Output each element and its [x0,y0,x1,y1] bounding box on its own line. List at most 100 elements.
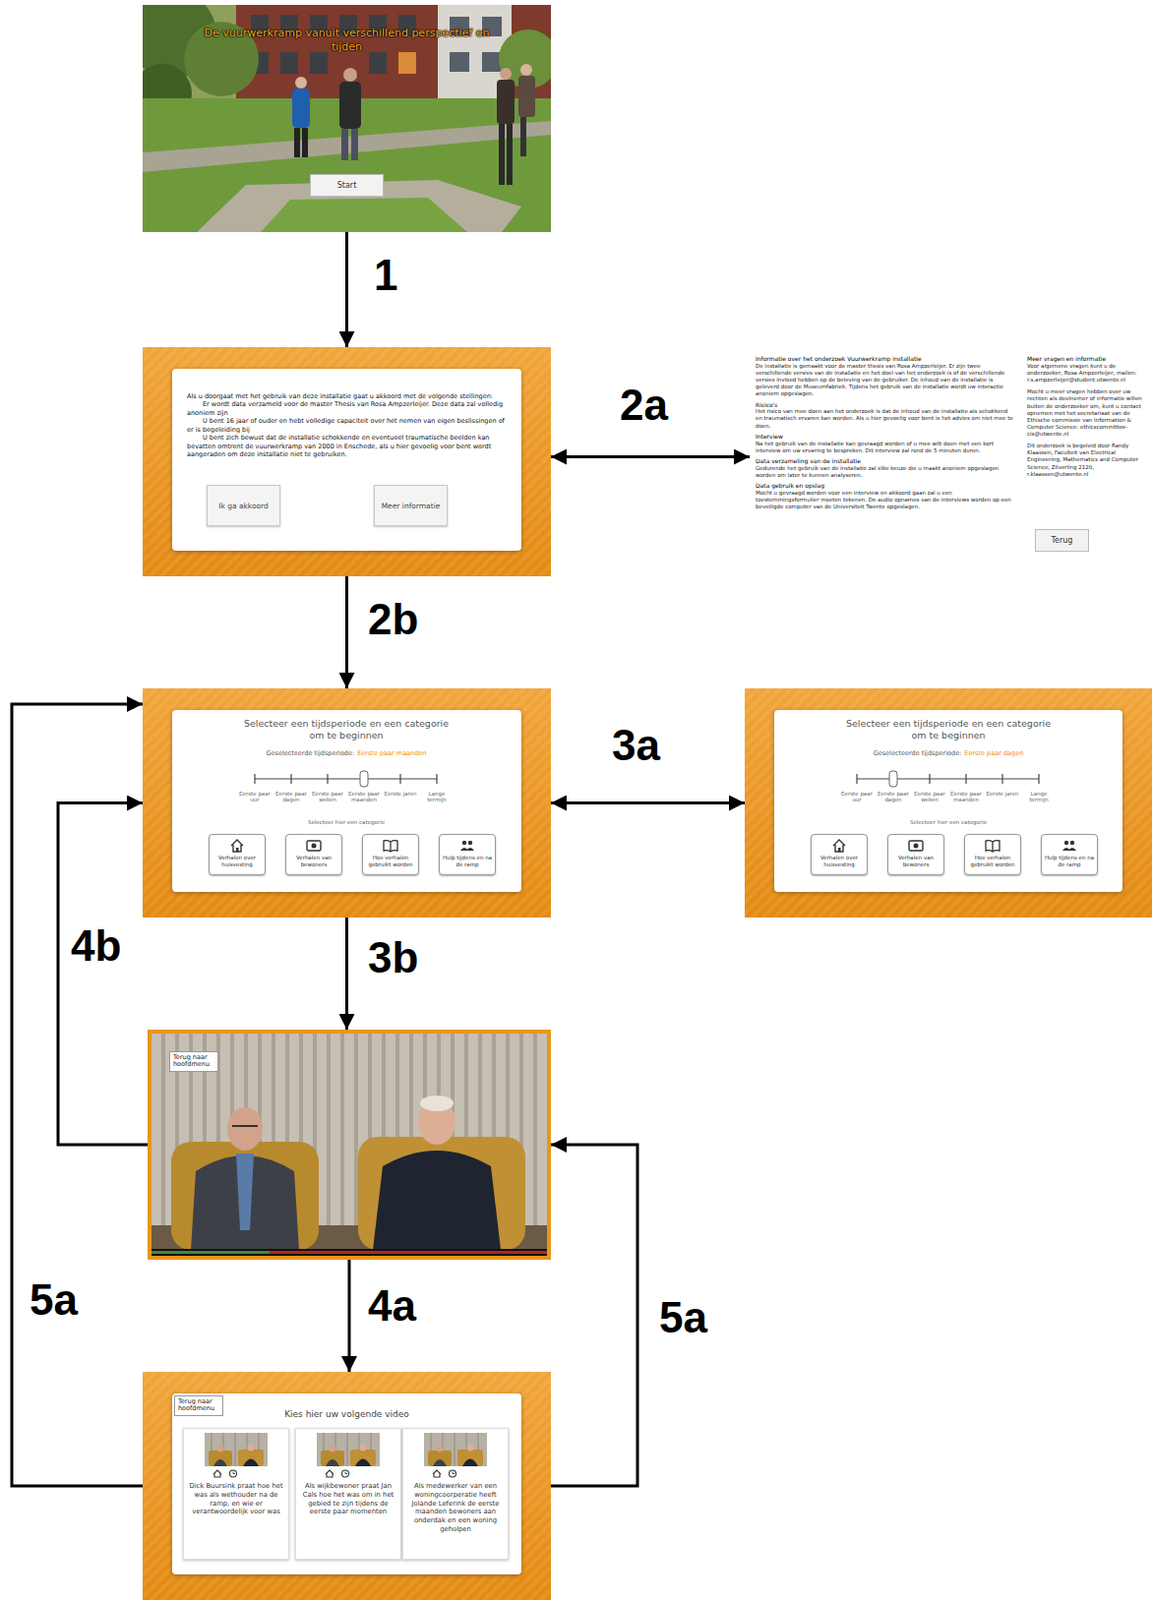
step-number: 1 [371,253,400,298]
text-group: Geselecteerde tijdsperiode:Eerste paar d… [790,749,1106,758]
info-screen: Informatie over het onderzoek Vuurwerkra… [749,347,1149,567]
tick-label: Eerste paar weken [309,790,346,804]
screen-heading: Selecteer een tijdsperiode en een catego… [840,718,1057,742]
info-text: Mocht u meer vragen hebben over uw recht… [1027,388,1144,438]
button-text: Ik ga akkoord [218,501,269,511]
button-text: Verhalen van bewoners [288,854,340,868]
consent-text: Als u doorgaat met het gebruik van deze … [186,392,507,401]
text-group: Terug naar hoofdmenu [169,1051,219,1073]
category-button: Hoe verhalen gebruikt worden [362,834,420,876]
category-button: Verhalen over huisvesting [810,834,868,876]
text-group: Terug naar hoofdmenu [174,1395,224,1417]
text-group: Selecteer hier een categorie [247,819,445,826]
tick-label: Eerste paar dagen [875,790,911,804]
text-group: Eerste paar maanden [948,790,984,804]
button-text: Verhalen over huisvesting [813,854,865,868]
text-group: Eerste paar weken [309,790,346,804]
tick-label: Eerste jaren [984,790,1021,797]
tick-label: Lange termijn [1021,790,1057,804]
tick-label: Eerste paar weken [911,790,948,804]
step-number: 4b [68,924,123,969]
info-text: Informatie over het onderzoek Vuurwerkra… [755,355,1014,364]
info-text: Na het gebruik van de installatie kan ge… [755,440,1014,455]
consent-screen: Als u doorgaat met het gebruik van deze … [142,347,551,577]
button-text: Hoe verhalen gebruikt worden [967,854,1019,868]
text-group: Eerste jaren [984,790,1021,797]
tick-label: Lange termijn [419,790,455,804]
info-text: Interview [755,432,1014,441]
hint-text: Selecteer hier een categorie [849,819,1047,826]
text-group: Lange termijn [419,790,455,804]
back-button: Terug [1037,536,1087,546]
text-group: Kies hier uw volgende video [245,1409,448,1421]
tick-label: Eerste jaren [382,790,419,797]
video-thumbnail [316,1433,380,1479]
flow-arrow [58,803,148,1147]
menu-screen: Selecteer een tijdsperiode en een catego… [744,688,1152,918]
period-text: Eerste paar maanden [357,749,426,758]
period-text: Geselecteerde tijdsperiode: [873,749,963,758]
period-text: Geselecteerde tijdsperiode: [266,749,356,758]
tick-label: Eerste paar uur [237,790,273,804]
info-text: Data verzameling van de installatie [755,457,1014,466]
category-button: Hulp tijdens en na de ramp [438,834,496,876]
start-screen: De vuurwerkramp vanuit verschillend pers… [142,4,551,233]
button-text: Meer informatie [381,501,441,511]
button-text: Hoe verhalen gebruikt worden [364,854,417,868]
text-group: De vuurwerkramp vanuit verschillend pers… [196,26,497,55]
text-group: Geselecteerde tijdsperiode:Eerste paar m… [188,749,504,758]
text-group: Als u doorgaat met het gebruik van deze … [186,392,507,460]
text-group: Informatie over het onderzoek Vuurwerkra… [755,355,1014,511]
start-button: Start [312,181,381,190]
flow-arrow [550,455,750,459]
button-text: Dick Buursink praat hoe het was als weth… [187,1482,285,1517]
time-slider [235,769,452,789]
text-group: Selecteer een tijdsperiode en een catego… [238,718,455,742]
screen-title: De vuurwerkramp vanuit verschillend pers… [196,26,497,55]
step-number: 2a [617,383,670,427]
step-number: 5a [27,1278,80,1323]
screen-heading: Selecteer een tijdsperiode en een catego… [238,718,455,742]
consent-text: U bent zich bewust dat de installatie sc… [186,433,507,459]
video-screen: Terug naar hoofdmenu [147,1030,551,1261]
step-number: 3a [609,724,663,768]
text-group: Lange termijn [1021,790,1057,804]
menu-screen: Selecteer een tijdsperiode en een catego… [142,688,551,918]
consent-text: U bent 16 jaar of ouder en hebt volledig… [186,417,507,434]
video-card: Als medewerker van een woningcoorperatie… [402,1428,509,1561]
button-text: Als medewerker van een woningcoorperatie… [407,1482,504,1535]
tick-label: Eerste paar uur [839,790,875,804]
step-number: 2b [365,598,421,642]
video-card: Als wijkbewoner praat Jan Cals hoe het w… [295,1428,402,1561]
info-button: Meer informatie [373,485,448,527]
consent-text: Er wordt data verzameld voor de master T… [186,400,507,418]
video-card: Dick Buursink praat hoe het was als weth… [182,1428,290,1561]
info-text: Gedurende het gebruik van de installatie… [755,465,1014,480]
info-text: Voor algemene vragen kunt u de onderzoek… [1027,363,1144,384]
book-icon [382,839,399,853]
text-group: Eerste paar dagen [273,790,309,804]
flow-arrow [348,1260,352,1373]
video-thumbnail [204,1433,268,1479]
button-text: Als wijkbewoner praat Jan Cals hoe het w… [300,1482,397,1517]
flow-arrow [550,1145,638,1487]
text-group: Eerste paar maanden [346,790,382,804]
info-text: Dit onderzoek is begeleid door Randy Kla… [1027,442,1144,479]
tick-label: Eerste paar maanden [948,790,984,804]
people-icon [1061,839,1078,853]
text-group: Start [309,174,384,197]
text-group: Selecteer hier een categorie [849,819,1047,826]
people-icon [459,839,476,853]
step-number: 3b [365,936,421,980]
button-text: Verhalen van bewoners [890,854,942,868]
flow-arrow [550,801,745,805]
category-button: Hoe verhalen gebruikt worden [964,834,1022,876]
text-group: Eerste paar uur [237,790,273,804]
text-group: Eerste jaren [382,790,419,797]
next-video-screen: Terug naar hoofdmenuKies hier uw volgend… [142,1372,551,1600]
info-text: Het risico van mee doen aan het onderzoe… [755,408,1014,429]
text-group: Terug [1034,529,1090,552]
step-number: 5a [657,1296,710,1340]
category-button: Verhalen van bewoners [887,834,945,876]
